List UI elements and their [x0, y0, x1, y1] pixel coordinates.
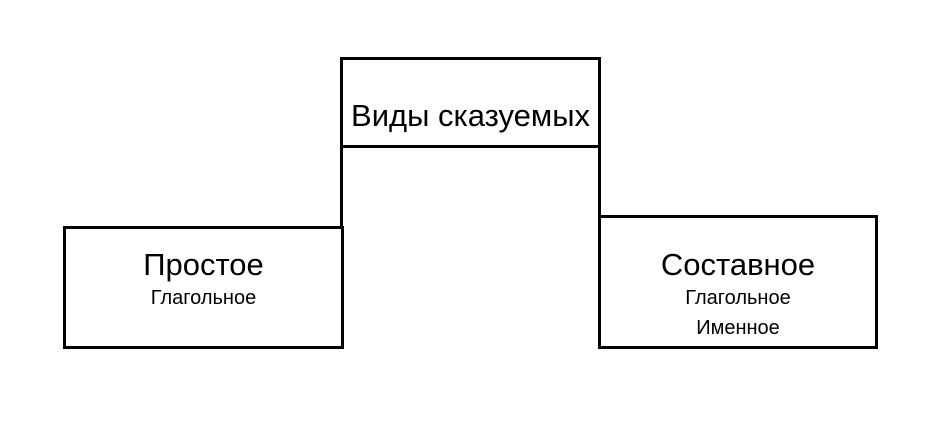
node-compound-predicate-item: Глагольное: [685, 287, 791, 309]
node-simple-predicate-item: Глагольное: [150, 287, 257, 310]
node-compound-predicate-title: Составное: [660, 246, 816, 282]
connector-left: [340, 146, 343, 228]
node-compound-predicate: Составное Глагольное Именное: [598, 215, 878, 349]
node-simple-predicate-title: Простое: [143, 246, 264, 282]
connector-right: [598, 146, 601, 217]
node-predicate-types-label: Виды сказуемых: [351, 97, 590, 133]
node-simple-predicate: Простое Глагольное: [63, 226, 344, 349]
node-predicate-types: Виды сказуемых: [340, 57, 601, 148]
node-compound-predicate-item: Именное: [696, 317, 780, 339]
